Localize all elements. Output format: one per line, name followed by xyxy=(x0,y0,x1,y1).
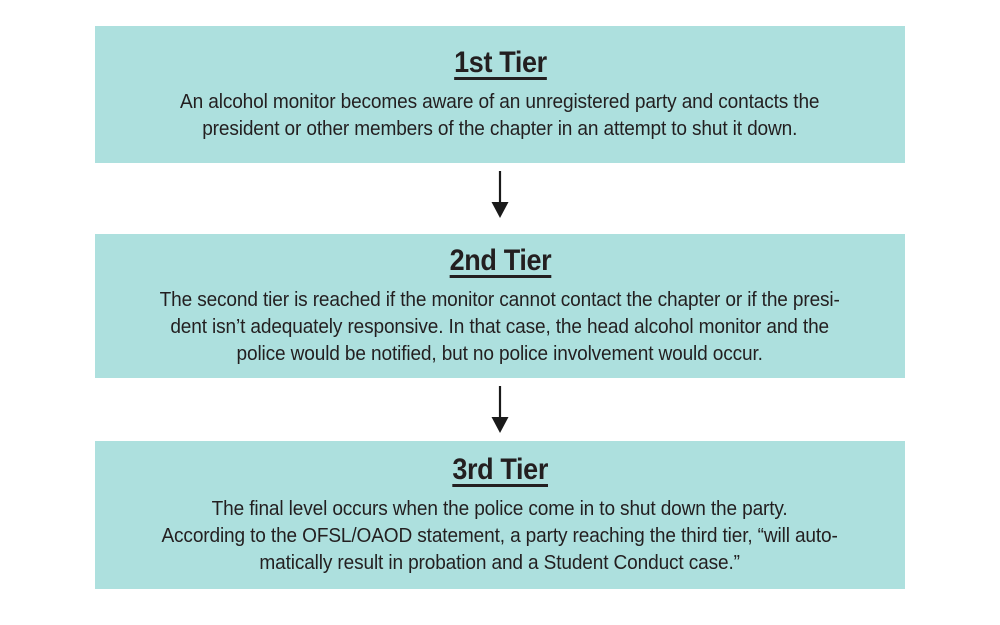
tier-1-body-line-2: president or other members of the chapte… xyxy=(202,117,798,141)
tier-1-title: 1st Tier xyxy=(453,45,547,79)
tier-2-title: 2nd Tier xyxy=(449,243,551,277)
tier-2-body-line-3: police would be notified, but no police … xyxy=(236,342,764,366)
tier-3-body-line-1: The final level occurs when the police c… xyxy=(212,497,788,521)
connector-1 xyxy=(0,171,1000,226)
connector-2 xyxy=(0,386,1000,436)
tier-1-body-line-1: An alcohol monitor becomes aware of an u… xyxy=(180,90,820,114)
tier-3-body-line-2: According to the OFSL/OAOD statement, a … xyxy=(161,524,839,548)
tier-box-2: 2nd Tier The second tier is reached if t… xyxy=(95,234,905,378)
tier-3-title: 3rd Tier xyxy=(452,452,548,486)
tier-3-body-line-3: matically result in probation and a Stud… xyxy=(259,551,741,575)
tier-2-body-line-2: dent isn’t adequately responsive. In tha… xyxy=(170,315,830,339)
tier-2-body-line-1: The second tier is reached if the monito… xyxy=(159,288,841,312)
tier-2-body: The second tier is reached if the monito… xyxy=(160,286,840,367)
tier-box-3: 3rd Tier The final level occurs when the… xyxy=(95,441,905,589)
tier-1-body: An alcohol monitor becomes aware of an u… xyxy=(180,88,819,142)
down-arrow-icon xyxy=(491,386,509,433)
tier-box-1: 1st Tier An alcohol monitor becomes awar… xyxy=(95,26,905,163)
down-arrow-icon xyxy=(491,171,509,218)
tier-3-body: The final level occurs when the police c… xyxy=(162,495,838,576)
